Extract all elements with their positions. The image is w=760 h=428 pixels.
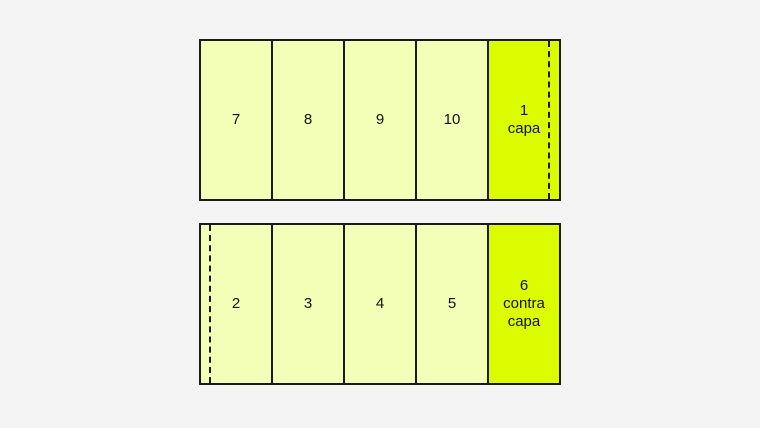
page-number: 4 — [375, 295, 385, 312]
page-panel-10: 10 — [417, 41, 489, 199]
page-label: 1 capa — [508, 102, 541, 138]
page-number: 2 — [231, 295, 241, 312]
page-number: 7 — [231, 111, 241, 128]
fold-line-dashed — [548, 41, 550, 199]
page-label: 6 contra capa — [503, 277, 545, 331]
page-label: 3 — [304, 295, 312, 313]
page-label: 5 — [448, 295, 456, 313]
page-panel-4: 4 — [345, 225, 417, 383]
page-number: 9 — [375, 111, 385, 128]
page-label: 8 — [304, 111, 312, 129]
page-label: 10 — [444, 111, 461, 129]
page-number: 8 — [303, 111, 313, 128]
page-number: 6 — [519, 277, 529, 294]
page-panel-9: 9 — [345, 41, 417, 199]
page-number: 3 — [303, 295, 313, 312]
page-label: 9 — [376, 111, 384, 129]
page-number: 1 — [519, 102, 529, 119]
page-panel-3: 3 — [273, 225, 345, 383]
page-panel-5: 5 — [417, 225, 489, 383]
page-caption-line-2: capa — [507, 313, 541, 330]
top-page-strip: 7 8 9 10 1 capa — [199, 39, 561, 201]
page-label: 4 — [376, 295, 384, 313]
page-caption: contra — [503, 295, 545, 312]
page-panel-7: 7 — [201, 41, 273, 199]
page-label: 7 — [232, 111, 240, 129]
fold-line-dashed — [209, 225, 211, 383]
page-number: 10 — [443, 111, 461, 128]
page-label: 2 — [232, 295, 240, 313]
page-panel-2: 2 — [201, 225, 273, 383]
cover-panel: 1 capa — [489, 41, 559, 199]
page-caption: capa — [507, 120, 541, 137]
back-cover-panel: 6 contra capa — [489, 225, 559, 383]
page-number: 5 — [447, 295, 457, 312]
bottom-page-strip: 2 3 4 5 6 contra capa — [199, 223, 561, 385]
page-panel-8: 8 — [273, 41, 345, 199]
